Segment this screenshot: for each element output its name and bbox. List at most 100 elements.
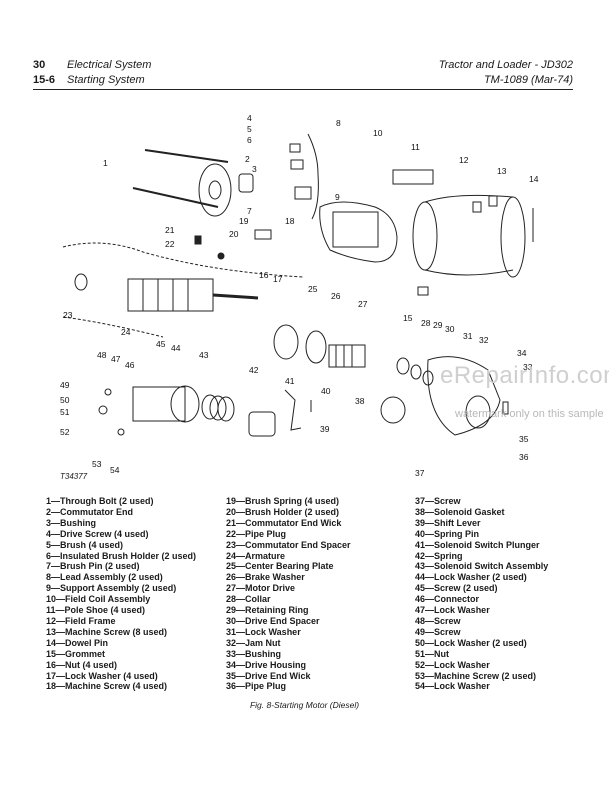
legend-item: 46—Connector — [415, 594, 480, 605]
watermark-note: watermark only on this sample — [455, 408, 604, 420]
callout-12: 12 — [459, 155, 469, 165]
legend-item: 21—Commutator End Wick — [226, 517, 342, 528]
legend-item: 40—Spring Pin — [415, 528, 480, 539]
subsection-number: 15-6 — [33, 74, 56, 86]
figure-part-number: T34377 — [60, 472, 88, 481]
section-title: Electrical System — [67, 59, 152, 71]
legend-item: 15—Grommet — [46, 648, 106, 659]
legend-item: 53—Machine Screw (2 used) — [415, 670, 537, 681]
legend-item: 54—Lock Washer — [415, 681, 490, 692]
legend-item: 49—Screw — [415, 626, 461, 637]
brush-holder-upper — [290, 159, 304, 170]
legend-item: 7—Brush Pin (2 used) — [46, 561, 140, 572]
exploded-view-diagram: 1 2 3 4 5 6 7 8 9 10 11 12 13 14 15 16 1… — [60, 113, 539, 478]
commutator-end-plate — [198, 163, 232, 217]
brake-washer — [305, 330, 327, 364]
manual-title: Tractor and Loader - JD302 — [438, 59, 573, 71]
callout-49: 49 — [60, 380, 70, 390]
callout-28: 28 — [421, 318, 431, 328]
callout-10: 10 — [373, 128, 383, 138]
armature — [127, 278, 214, 312]
callout-13: 13 — [497, 166, 507, 176]
callout-35: 35 — [519, 434, 529, 444]
callout-20: 20 — [229, 229, 239, 239]
callout-3: 3 — [252, 164, 257, 174]
callout-37: 37 — [415, 468, 425, 478]
callout-7: 7 — [247, 206, 252, 216]
subsection-title: Starting System — [67, 74, 145, 86]
legend-item: 41—Solenoid Switch Plunger — [415, 539, 540, 550]
legend-item: 25—Center Bearing Plate — [226, 561, 334, 572]
legend-item: 2—Commutator End — [46, 506, 134, 517]
legend-item: 8—Lead Assembly (2 used) — [46, 572, 163, 583]
callout-40: 40 — [321, 386, 331, 396]
callout-5: 5 — [247, 124, 252, 134]
commutator-end-spacer — [74, 273, 88, 291]
field-frame-end — [500, 196, 526, 278]
callout-31: 31 — [463, 331, 473, 341]
legend-item: 37—Screw — [415, 496, 461, 506]
legend-item: 13—Machine Screw (8 used) — [46, 626, 168, 637]
callout-21: 21 — [165, 225, 175, 235]
callout-48: 48 — [97, 350, 107, 360]
legend-item: 23—Commutator End Spacer — [226, 539, 351, 550]
callout-4: 4 — [247, 113, 252, 123]
legend-item: 30—Drive End Spacer — [226, 615, 320, 626]
legend-item: 32—Jam Nut — [226, 637, 281, 648]
callout-44: 44 — [171, 343, 181, 353]
manual-code: TM-1089 (Mar-74) — [483, 74, 573, 86]
callout-22: 22 — [165, 239, 175, 249]
callout-1: 1 — [103, 158, 108, 168]
callout-46: 46 — [125, 360, 135, 370]
callout-16: 16 — [259, 270, 269, 280]
grommet — [417, 286, 429, 296]
drive-housing — [427, 356, 501, 436]
legend-item: 4—Drive Screw (4 used) — [46, 528, 149, 539]
legend-column-1: 1—Through Bolt (2 used) 2—Commutator End… — [46, 496, 196, 692]
callout-24: 24 — [121, 327, 131, 337]
callout-14: 14 — [529, 174, 539, 184]
callout-42: 42 — [249, 365, 259, 375]
callout-9: 9 — [335, 192, 340, 202]
legend-item: 1—Through Bolt (2 used) — [46, 496, 154, 506]
legend-item: 47—Lock Washer — [415, 605, 490, 616]
legend-item: 18—Machine Screw (4 used) — [46, 681, 168, 692]
legend-item: 31—Lock Washer — [226, 626, 301, 637]
legend-item: 52—Lock Washer — [415, 659, 490, 670]
legend-item: 38—Solenoid Gasket — [415, 506, 505, 517]
callout-6: 6 — [247, 135, 252, 145]
legend-item: 22—Pipe Plug — [226, 528, 287, 539]
legend-item: 17—Lock Washer (4 used) — [46, 670, 158, 681]
legend-item: 44—Lock Washer (2 used) — [415, 572, 527, 583]
support-assembly — [294, 186, 312, 200]
callout-45: 45 — [156, 339, 166, 349]
callout-26: 26 — [331, 291, 341, 301]
legend-item: 10—Field Coil Assembly — [46, 594, 151, 605]
legend-item: 9—Support Assembly (2 used) — [46, 583, 177, 594]
callout-labels: 1 2 3 4 5 6 7 8 9 10 11 12 13 14 15 16 1… — [60, 113, 539, 478]
legend-column-2: 19—Brush Spring (4 used) 20—Brush Holder… — [226, 496, 351, 692]
shift-lever — [284, 389, 302, 431]
brush-holder-lower — [254, 229, 272, 240]
callout-17: 17 — [273, 274, 283, 284]
callout-19: 19 — [239, 216, 249, 226]
field-coil-assembly — [319, 201, 398, 263]
bushing — [238, 173, 254, 193]
legend-item: 35—Drive End Wick — [226, 670, 311, 681]
legend-item: 51—Nut — [415, 648, 450, 659]
through-bolt-upper — [144, 149, 229, 163]
callout-39: 39 — [320, 424, 330, 434]
header-right: Tractor and Loader - JD302 TM-1089 (Mar-… — [313, 58, 573, 88]
callout-47: 47 — [111, 354, 121, 364]
legend-item: 28—Collar — [226, 594, 271, 605]
callout-36: 36 — [519, 452, 529, 462]
legend-item: 45—Screw (2 used) — [415, 583, 498, 594]
callout-25: 25 — [308, 284, 318, 294]
figure-caption: Fig. 8-Starting Motor (Diesel) — [249, 700, 360, 710]
legend-item: 48—Screw — [415, 615, 461, 626]
legend-item: 36—Pipe Plug — [226, 681, 287, 692]
callout-52: 52 — [60, 427, 70, 437]
callout-23: 23 — [63, 310, 73, 320]
legend-item: 50—Lock Washer (2 used) — [415, 637, 527, 648]
legend-item: 39—Shift Lever — [415, 517, 481, 528]
